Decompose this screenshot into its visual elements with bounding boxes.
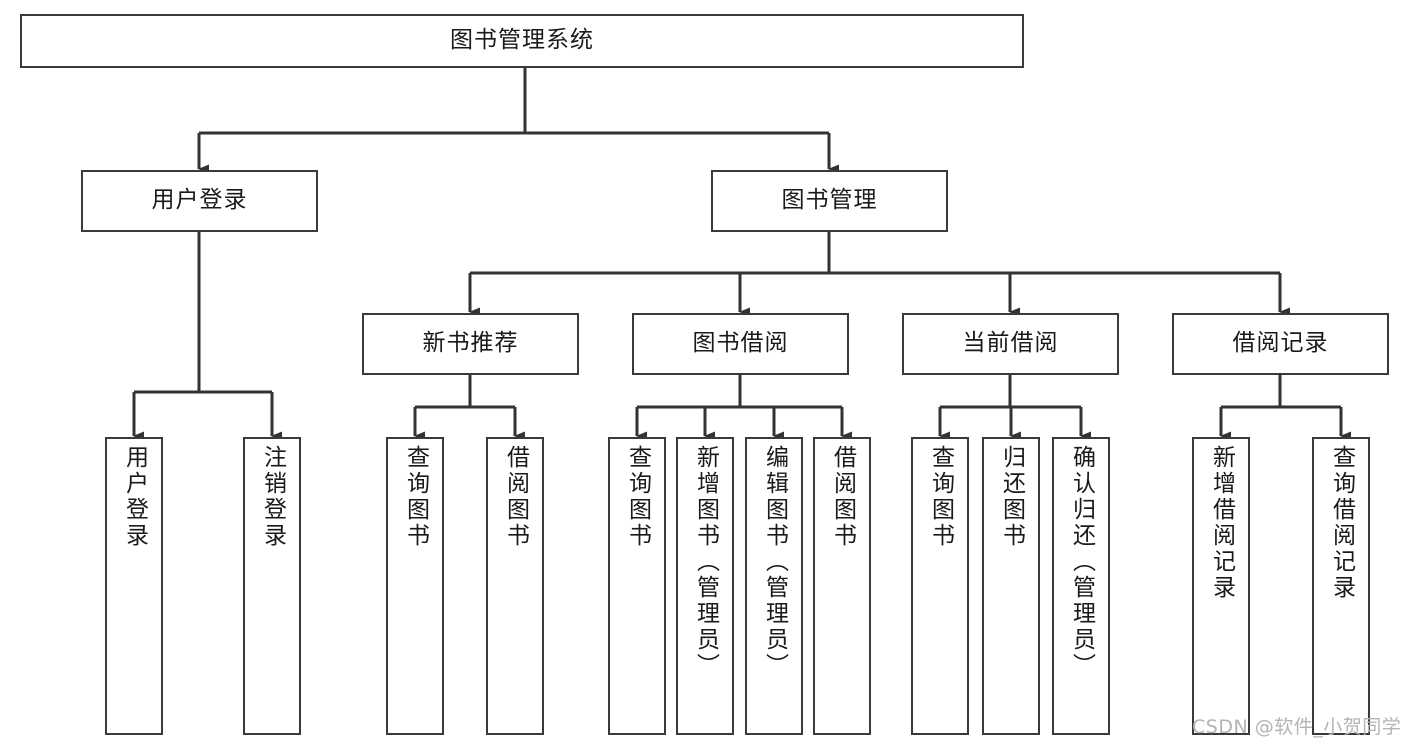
csdn-watermark: CSDN @软件_小贺同学 <box>1192 716 1402 738</box>
node-label-leaf-query-book-1: 查询图书 <box>402 445 429 549</box>
node-leaf-edit-book: 编辑图书（管理员） <box>745 437 803 735</box>
node-book-borrow: 图书借阅 <box>632 313 849 375</box>
node-user-login: 用户登录 <box>81 170 318 232</box>
node-leaf-borrow-book-2: 借阅图书 <box>813 437 871 735</box>
node-leaf-query-book-1: 查询图书 <box>386 437 444 735</box>
node-new-book-rec: 新书推荐 <box>362 313 579 375</box>
node-label-borrow-record: 借阅记录 <box>1232 330 1329 357</box>
node-leaf-query-book-3: 查询图书 <box>911 437 969 735</box>
node-label-user-login: 用户登录 <box>151 187 248 214</box>
node-current-borrow: 当前借阅 <box>902 313 1119 375</box>
node-label-leaf-borrow-book-2: 借阅图书 <box>829 445 856 549</box>
node-leaf-add-record: 新增借阅记录 <box>1192 437 1250 735</box>
node-leaf-user-logout: 注销登录 <box>243 437 301 735</box>
node-root: 图书管理系统 <box>20 14 1024 68</box>
node-label-current-borrow: 当前借阅 <box>962 330 1059 357</box>
node-label-leaf-add-record: 新增借阅记录 <box>1208 445 1235 601</box>
node-label-book-borrow: 图书借阅 <box>692 330 789 357</box>
node-leaf-add-book: 新增图书（管理员） <box>676 437 734 735</box>
node-label-leaf-query-record: 查询借阅记录 <box>1328 445 1355 601</box>
node-label-leaf-user-login: 用户登录 <box>121 445 148 549</box>
node-leaf-query-record: 查询借阅记录 <box>1312 437 1370 735</box>
node-label-book-manage: 图书管理 <box>781 187 878 214</box>
node-label-leaf-query-book-2: 查询图书 <box>624 445 651 549</box>
node-label-new-book-rec: 新书推荐 <box>422 330 519 357</box>
node-leaf-return-book: 归还图书 <box>982 437 1040 735</box>
node-label-leaf-edit-book: 编辑图书（管理员） <box>761 445 788 679</box>
node-label-leaf-borrow-book-1: 借阅图书 <box>502 445 529 549</box>
node-leaf-query-book-2: 查询图书 <box>608 437 666 735</box>
node-label-root: 图书管理系统 <box>450 27 594 54</box>
node-leaf-user-login: 用户登录 <box>105 437 163 735</box>
node-label-leaf-query-book-3: 查询图书 <box>927 445 954 549</box>
node-leaf-confirm-return: 确认归还（管理员） <box>1052 437 1110 735</box>
node-leaf-borrow-book-1: 借阅图书 <box>486 437 544 735</box>
node-book-manage: 图书管理 <box>711 170 948 232</box>
node-label-leaf-add-book: 新增图书（管理员） <box>692 445 719 679</box>
node-borrow-record: 借阅记录 <box>1172 313 1389 375</box>
node-label-leaf-confirm-return: 确认归还（管理员） <box>1068 445 1095 679</box>
node-label-leaf-return-book: 归还图书 <box>998 445 1025 549</box>
node-label-leaf-user-logout: 注销登录 <box>259 445 286 549</box>
